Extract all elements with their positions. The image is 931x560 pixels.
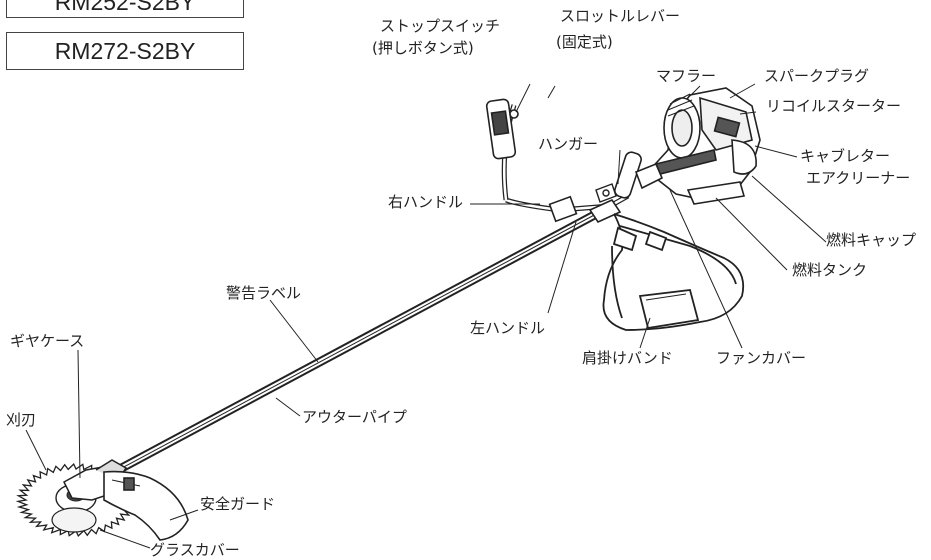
- label-warning-label: 警告ラベル: [226, 284, 302, 302]
- label-grass-cover: グラスカバー: [150, 541, 240, 559]
- shoulder-band-shape: [602, 213, 745, 331]
- label-safety-guard: 安全ガード: [200, 495, 276, 513]
- label-fuel-cap: 燃料キャップ: [826, 231, 917, 249]
- grass-cover-shape: [51, 507, 97, 533]
- outer-pipe-shaft: [85, 208, 603, 490]
- handle-bar: [485, 98, 642, 224]
- label-fan-cover: ファンカバー: [716, 349, 807, 367]
- leader-lines: [25, 83, 827, 549]
- engine-unit: [634, 87, 761, 205]
- model-name-box: RM252-S2BY: [6, 0, 244, 18]
- label-shoulder-band: 肩掛けバンド: [582, 349, 673, 367]
- label-right-handle: 右ハンドル: [388, 193, 464, 211]
- label-outer-pipe: アウターパイプ: [302, 408, 407, 426]
- label-fuel-tank: 燃料タンク: [792, 261, 868, 279]
- label-recoil-starter: リコイルスターター: [766, 97, 902, 115]
- label-hanger: ハンガー: [538, 135, 599, 153]
- model-name-box: RM272-S2BY: [6, 32, 244, 70]
- safety-guard-shape: [103, 470, 189, 541]
- label-left-handle: 左ハンドル: [470, 319, 546, 337]
- label-throttle-lever-type: (固定式): [556, 33, 613, 51]
- label-spark-plug: スパークプラグ: [764, 67, 870, 85]
- label-stop-switch-type: (押しボタン式): [372, 39, 474, 57]
- label-stop-switch: ストップスイッチ: [380, 17, 501, 35]
- label-carburetor: キャブレター: [800, 147, 891, 165]
- label-throttle-lever: スロットルレバー: [560, 7, 681, 25]
- label-muffler: マフラー: [656, 67, 717, 85]
- hanger-shape: [595, 183, 617, 203]
- label-air-cleaner: エアクリーナー: [806, 169, 911, 187]
- label-gear-case: ギヤケース: [10, 332, 85, 350]
- label-blade: 刈刃: [6, 411, 37, 429]
